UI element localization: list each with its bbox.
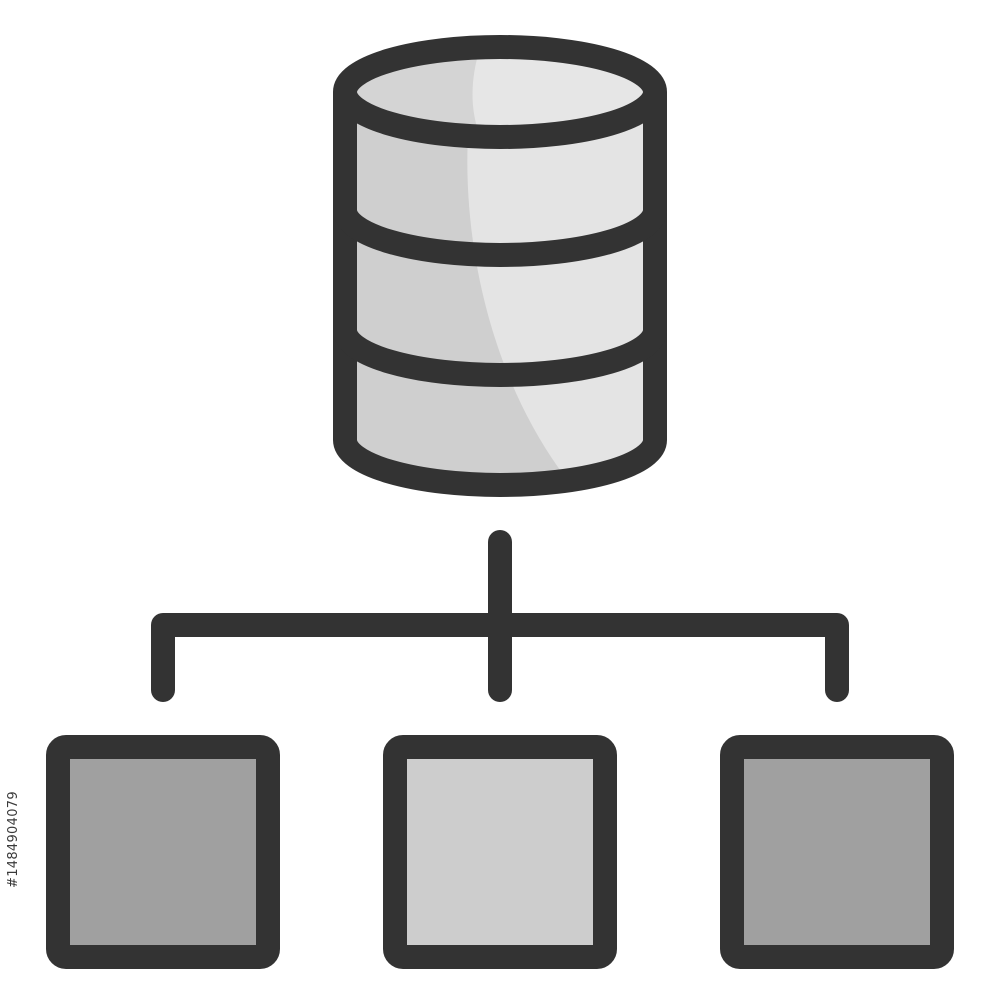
node-box-left: [46, 735, 280, 969]
node-box-right: [720, 735, 954, 969]
cylinder-ring-1: [333, 208, 667, 267]
stock-id-caption: #1484904079: [6, 791, 21, 888]
cylinder-ring-2: [333, 328, 667, 387]
node-box-center: [383, 735, 617, 969]
connector-branch: [151, 613, 849, 702]
node-boxes: [46, 735, 954, 969]
connector-lines: [151, 530, 849, 702]
database-icon: [333, 35, 667, 497]
cylinder-side-outline: [333, 92, 667, 497]
